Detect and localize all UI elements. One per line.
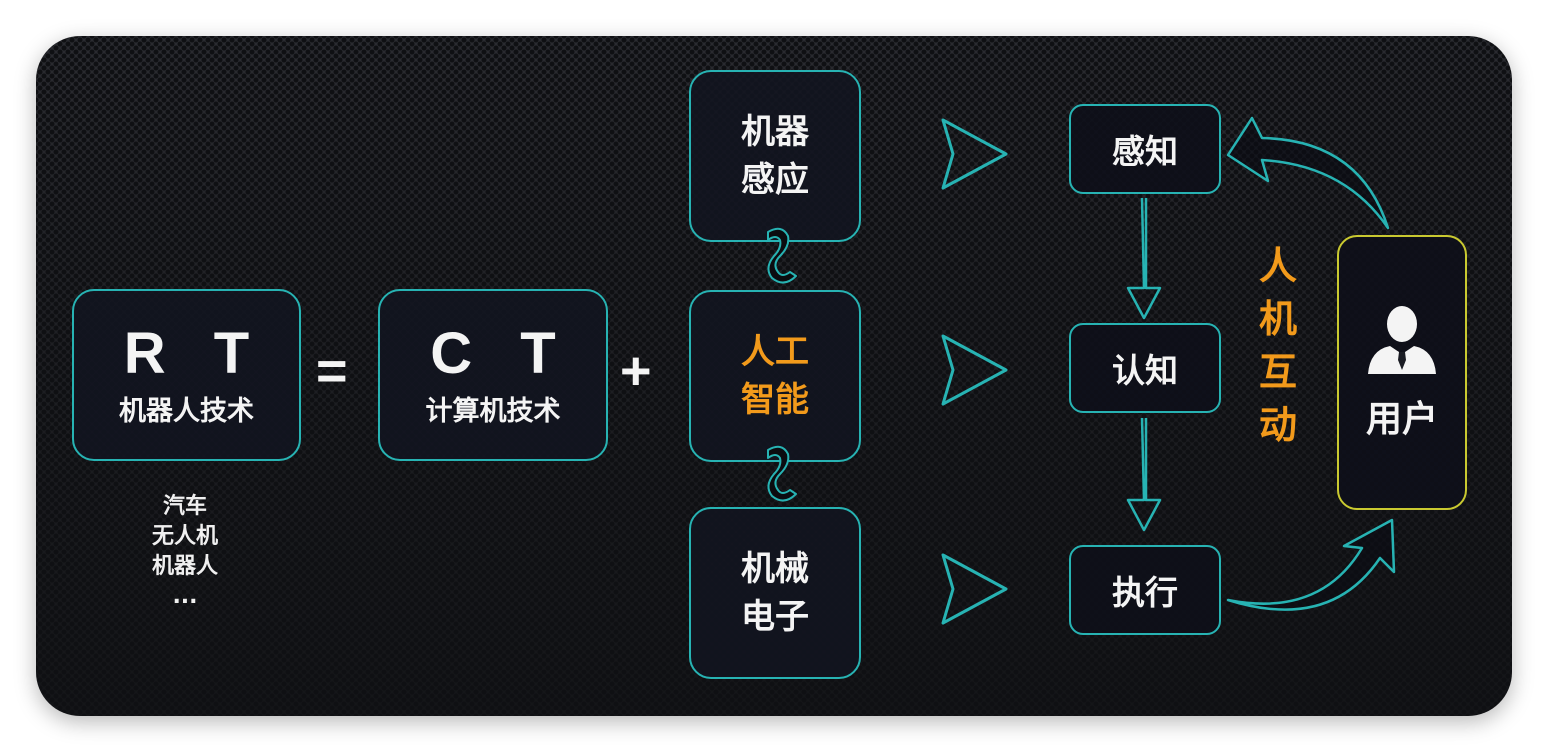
human-machine-interaction-label: 人 机 互 动 bbox=[1258, 244, 1297, 447]
triangle-arrow-icon bbox=[941, 118, 1008, 190]
curved-arrow-icon bbox=[1226, 518, 1396, 611]
user-box: 用户 bbox=[1337, 235, 1467, 510]
component-line: 智能 bbox=[741, 380, 809, 420]
example-item: 无人机 bbox=[151, 524, 218, 549]
step-perception: 感知 bbox=[1069, 104, 1221, 194]
step-cognition: 认知 bbox=[1069, 323, 1221, 413]
ct-label: 计算机技术 bbox=[425, 396, 561, 427]
component-line: 电子 bbox=[741, 597, 809, 637]
examples-list: 汽车 无人机 机器人 ... bbox=[110, 492, 260, 612]
component-box-machine-sensing: 机器 感应 bbox=[689, 70, 861, 242]
triangle-arrow-icon bbox=[941, 334, 1008, 406]
curved-arrow-icon bbox=[1226, 116, 1390, 230]
component-line: 感应 bbox=[741, 160, 809, 200]
user-icon bbox=[1368, 305, 1436, 374]
step-execution: 执行 bbox=[1069, 545, 1221, 635]
component-line: 机械 bbox=[741, 549, 809, 589]
rt-abbr: R T bbox=[123, 321, 266, 386]
plus-sign: + bbox=[620, 341, 652, 401]
component-line: 机器 bbox=[741, 112, 809, 152]
link-icon bbox=[767, 227, 797, 284]
rt-label: 机器人技术 bbox=[119, 396, 254, 427]
rt-box: R T 机器人技术 bbox=[72, 289, 301, 461]
equals-sign: = bbox=[316, 341, 348, 401]
ct-box: C T 计算机技术 bbox=[378, 289, 608, 461]
example-item: ... bbox=[172, 584, 198, 609]
example-item: 机器人 bbox=[151, 554, 218, 579]
ct-abbr: C T bbox=[430, 321, 572, 386]
down-arrow-icon bbox=[1126, 197, 1162, 320]
component-line: 人工 bbox=[741, 332, 809, 372]
component-box-ai: 人工 智能 bbox=[689, 290, 861, 462]
user-label: 用户 bbox=[1365, 398, 1438, 440]
triangle-arrow-icon bbox=[941, 553, 1008, 625]
example-item: 汽车 bbox=[162, 494, 207, 519]
down-arrow-icon bbox=[1126, 417, 1162, 532]
link-icon bbox=[767, 445, 797, 502]
component-box-mechatronics: 机械 电子 bbox=[689, 507, 861, 679]
